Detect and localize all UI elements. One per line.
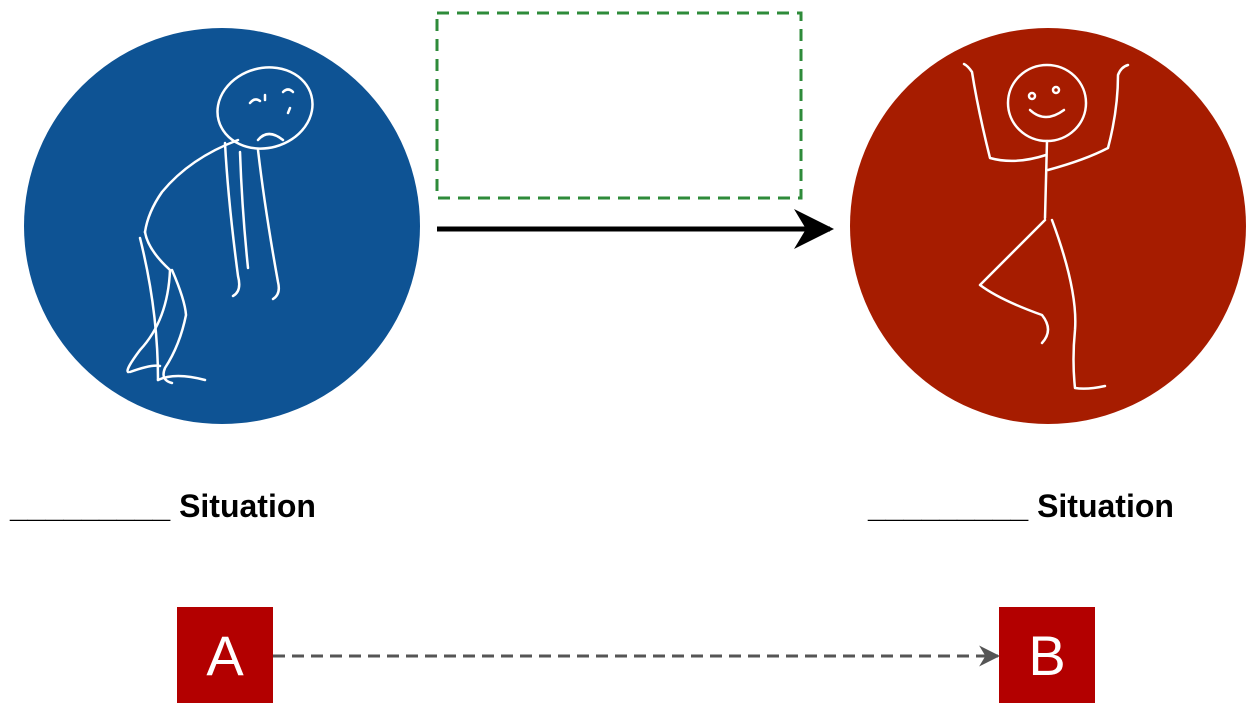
right-situation-label: _________ Situation (868, 488, 1174, 524)
happy-stick-figure-icon (962, 62, 1130, 390)
sad-stick-figure-icon (126, 66, 314, 385)
node-a[interactable]: A (177, 607, 273, 703)
transition-placeholder-box[interactable] (435, 11, 803, 200)
node-a-label: A (206, 623, 244, 687)
left-situation-label: _________ Situation (10, 488, 316, 524)
node-b[interactable]: B (999, 607, 1095, 703)
right-situation-circle (850, 28, 1246, 424)
node-b-label: B (1028, 623, 1066, 687)
left-situation-circle (24, 28, 420, 424)
